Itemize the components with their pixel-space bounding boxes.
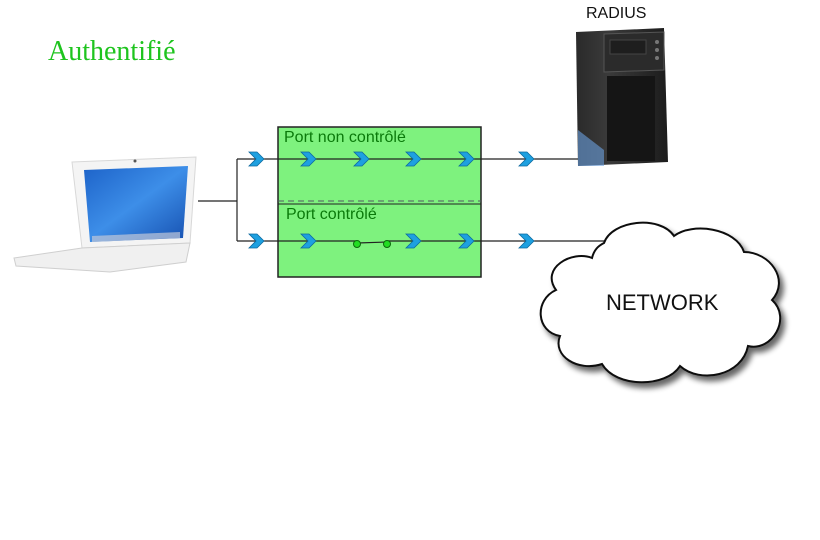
switch-node [383,240,391,248]
radius-label: RADIUS [586,5,647,22]
switch-node [353,240,361,248]
radius-server-icon [576,28,668,166]
laptop-icon [13,156,197,273]
authentication-status-title: Authentifié [48,36,176,67]
network-cloud-icon [539,221,782,384]
uncontrolled-port-label: Port non contrôlé [284,129,406,146]
network-label: NETWORK [606,290,719,315]
controlled-port-switch [353,240,391,248]
authenticator-port-box [277,126,482,278]
controlled-port-label: Port contrôlé [286,206,377,223]
